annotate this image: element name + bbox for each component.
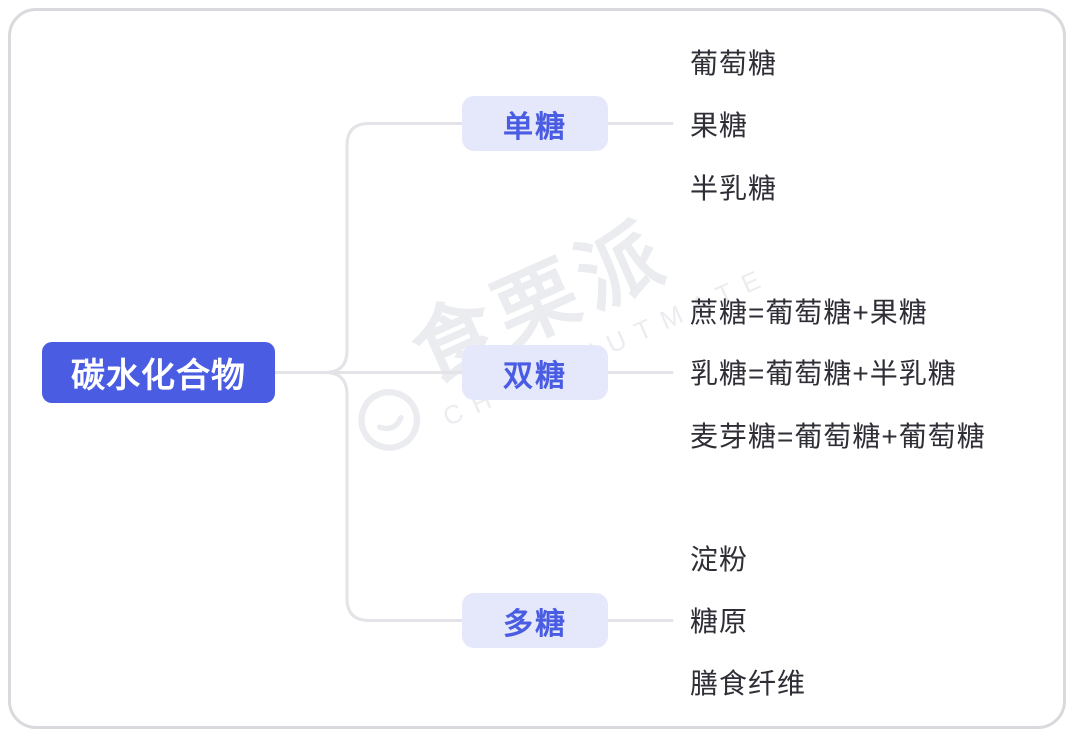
leaf-maltose: 麦芽糖=葡萄糖+葡萄糖	[690, 421, 986, 452]
leaf-galactose: 半乳糖	[690, 173, 778, 204]
connector-root-to-poly	[273, 371, 464, 622]
branch-node-monosaccharide: 单糖	[462, 96, 608, 151]
leaf-glucose: 葡萄糖	[690, 48, 778, 79]
branch-node-polysaccharide: 多糖	[462, 593, 608, 648]
leaf-glycogen: 糖原	[690, 606, 749, 637]
branch-node-disaccharide: 双糖	[462, 345, 608, 400]
leaf-sucrose: 蔗糖=葡萄糖+果糖	[690, 297, 928, 328]
leaf-fructose: 果糖	[690, 110, 749, 141]
leaf-lactose: 乳糖=葡萄糖+半乳糖	[690, 358, 957, 389]
connector-root-to-mono	[273, 122, 464, 374]
root-node-carbohydrates: 碳水化合物	[42, 342, 275, 403]
leaf-starch: 淀粉	[690, 544, 749, 575]
leaf-dietary-fiber: 膳食纤维	[690, 668, 807, 699]
